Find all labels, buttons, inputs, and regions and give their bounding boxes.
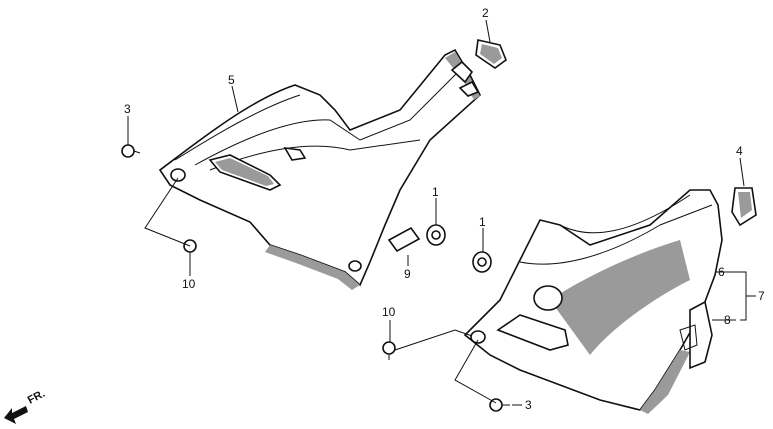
right-side-cover	[463, 189, 723, 414]
clip-lower	[382, 341, 396, 360]
label-part-3-upper: 3	[124, 102, 131, 116]
label-part-8: 8	[724, 313, 731, 327]
label-part-7: 7	[758, 289, 765, 303]
cap-part	[475, 39, 507, 69]
grommet-lower	[472, 251, 492, 273]
label-part-1-upper: 1	[432, 185, 439, 199]
label-part-1-lower: 1	[479, 215, 486, 229]
label-part-6: 6	[718, 265, 725, 279]
grommet-upper	[426, 224, 446, 246]
left-side-cover	[158, 48, 481, 290]
label-part-10-upper: 10	[182, 277, 196, 291]
screw-lower	[489, 398, 510, 412]
label-part-9: 9	[404, 267, 411, 281]
plate-part	[679, 300, 713, 370]
leader-lines	[127, 19, 756, 406]
bracket-part	[731, 187, 757, 227]
label-part-4: 4	[736, 144, 743, 158]
label-part-10-lower: 10	[382, 305, 396, 319]
screw-upper	[121, 144, 141, 158]
label-part-5: 5	[228, 73, 235, 87]
front-direction-arrow: FR.	[4, 388, 47, 424]
label-part-2: 2	[482, 6, 489, 20]
front-direction-label: FR.	[26, 388, 47, 407]
label-part-3-lower: 3	[525, 398, 532, 412]
clip-upper	[183, 239, 197, 258]
pad-part	[387, 226, 421, 253]
